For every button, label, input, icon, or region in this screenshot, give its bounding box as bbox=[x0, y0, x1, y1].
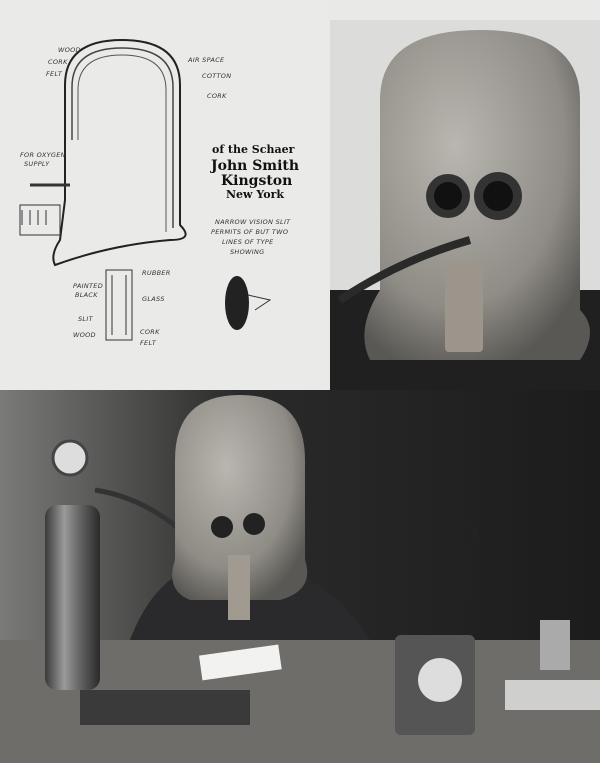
label-cork: CORK bbox=[48, 58, 68, 66]
label-glass: GLASS bbox=[142, 295, 165, 303]
helmet-photo bbox=[330, 20, 600, 390]
label-cork-right: CORK bbox=[207, 92, 227, 100]
candlestick-telephone bbox=[438, 516, 483, 600]
label-air-space: AIR SPACE bbox=[187, 56, 225, 64]
label-cotton: COTTON bbox=[202, 72, 231, 80]
caption-line: LINES OF TYPE bbox=[222, 238, 274, 246]
type-sample-city: Kingston bbox=[221, 173, 292, 189]
eye-goggles-icon bbox=[426, 172, 522, 220]
oxygen-tank bbox=[45, 505, 100, 690]
pressure-gauge-icon bbox=[51, 439, 89, 477]
label-wood-bottom: WOOD bbox=[73, 331, 96, 339]
label-felt-bottom: FELT bbox=[140, 339, 157, 347]
label-black: BLACK bbox=[75, 291, 98, 299]
type-sample-state: New York bbox=[226, 188, 284, 201]
label-supply: SUPPLY bbox=[24, 160, 50, 168]
man-at-desk-photo bbox=[0, 390, 600, 763]
label-oxygen: FOR OXYGEN bbox=[20, 151, 66, 159]
label-cork-bottom: CORK bbox=[140, 328, 160, 336]
caption-line: SHOWING bbox=[230, 248, 264, 256]
label-rubber: RUBBER bbox=[142, 269, 171, 277]
caption-line: PERMITS OF BUT TWO bbox=[211, 228, 288, 236]
label-slit: SLIT bbox=[78, 315, 94, 323]
label-felt: FELT bbox=[46, 70, 63, 78]
label-wood: WOOD bbox=[58, 46, 81, 54]
label-painted: PAINTED bbox=[73, 282, 103, 290]
cross-section-diagram: WOOD CORK FELT AIR SPACE COTTON CORK FOR… bbox=[0, 0, 328, 390]
vision-slit-eyepiece bbox=[225, 276, 249, 330]
caption-line: NARROW VISION SLIT bbox=[215, 218, 291, 226]
type-sample-name: John Smith bbox=[209, 158, 299, 174]
breathing-tube-mouthpiece bbox=[445, 262, 483, 352]
type-sample-line: of the Schaer bbox=[212, 143, 295, 156]
